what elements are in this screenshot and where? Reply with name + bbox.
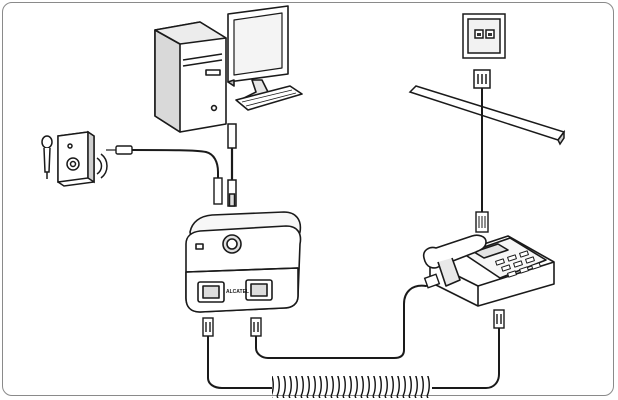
phone-handset-plug [493,309,505,329]
phone-line-connector-icon [202,317,262,337]
handset-cable [255,273,441,359]
microphone-icon [41,135,53,179]
desk-telephone-icon [422,234,555,307]
pc-cable [227,123,237,207]
wall-line-cable [475,100,489,233]
interface-box-icon [185,211,302,313]
wall-bar [408,85,566,146]
wall-phone-jack-icon [462,13,506,100]
speaker-icon [57,130,108,187]
desktop-computer-icon [154,5,303,133]
coiled-handset-cord-icon [207,328,500,398]
audio-cable [106,145,223,205]
device-brand-label: ALCATEL [226,289,249,295]
